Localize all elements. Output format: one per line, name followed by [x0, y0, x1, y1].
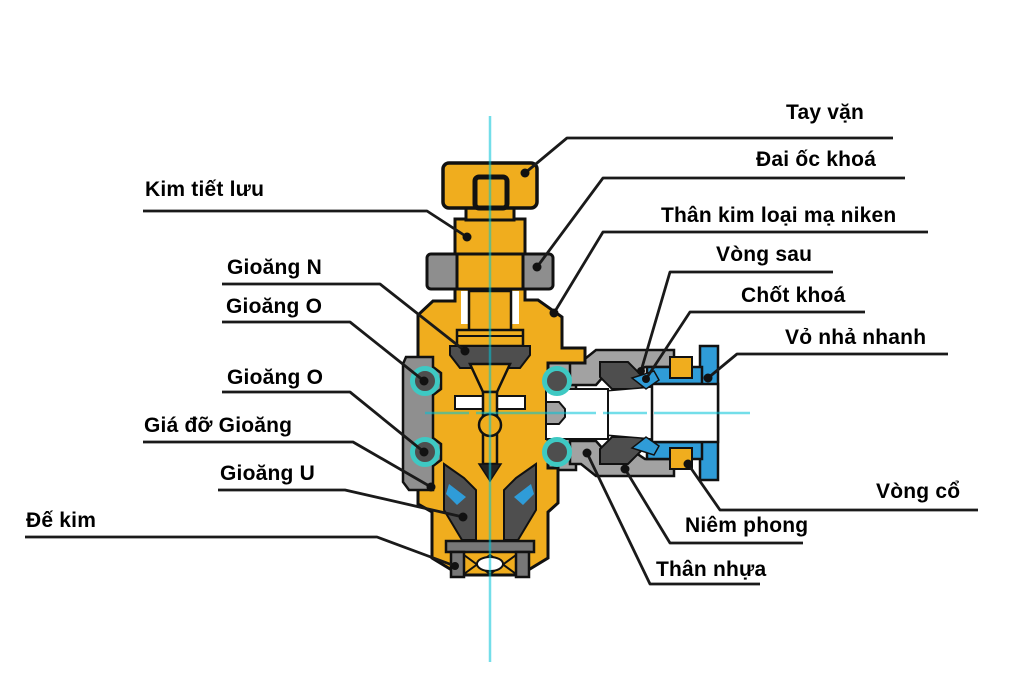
- dot-vong-co: [683, 459, 693, 469]
- label-chot-khoa: Chốt khoá: [741, 284, 846, 307]
- dot-de-kim: [451, 562, 459, 570]
- label-dai-oc-khoa: Đai ốc khoá: [756, 148, 877, 171]
- leader-gioang-u: [218, 488, 464, 519]
- leader-vo-nha-nhanh: [707, 352, 948, 380]
- leader-gia-do-gioang: [143, 440, 432, 489]
- label-gioang-o-bottom: Gioăng O: [227, 366, 324, 389]
- label-vo-nha-nhanh: Vỏ nhả nhanh: [785, 326, 927, 349]
- dot-tay-van: [520, 168, 530, 178]
- leader-kim-tiet-luu: [143, 209, 468, 239]
- leader-vong-co: [686, 463, 978, 512]
- dot-gioang-o-top: [419, 376, 429, 386]
- label-tay-van: Tay vặn: [786, 101, 865, 124]
- leader-vong-sau: [639, 270, 833, 372]
- dot-vo-nha-nhanh: [703, 373, 713, 383]
- label-gioang-o-top: Gioăng O: [226, 295, 323, 318]
- leader-de-kim: [25, 535, 456, 568]
- u-gasket-blue-left: [446, 484, 466, 505]
- dot-gioang-u: [458, 512, 468, 522]
- dot-dai-oc-khoa: [532, 262, 542, 272]
- leader-chot-khoa: [644, 310, 865, 380]
- dot-chot-khoa: [642, 375, 650, 383]
- collar-ring-top: [669, 356, 693, 379]
- dot-gia-do-gioang: [426, 482, 436, 492]
- dot-kim-tiet-luu: [462, 232, 472, 242]
- dot-niem-phong: [620, 464, 630, 474]
- o-ring-right-bottom: [542, 437, 572, 467]
- label-gioang-n: Gioăng N: [227, 256, 322, 279]
- dot-gioang-n: [460, 346, 470, 356]
- leader-than-nhua: [585, 452, 760, 586]
- label-de-kim: Đế kim: [26, 509, 97, 532]
- leader-than-kim-loai: [552, 230, 928, 314]
- leader-tay-van: [524, 136, 893, 175]
- leader-gioang-o-bottom: [222, 390, 425, 454]
- dot-than-kim-loai: [549, 308, 559, 318]
- leader-gioang-o-top: [222, 320, 425, 383]
- label-kim-tiet-luu: Kim tiết lưu: [145, 178, 265, 201]
- needle-base-post-right: [514, 550, 531, 579]
- label-vong-sau: Vòng sau: [716, 243, 813, 266]
- lock-claw-bottom: [630, 436, 660, 456]
- o-ring-right-top: [542, 366, 572, 396]
- dot-than-nhua: [582, 448, 592, 458]
- leader-gioang-n: [222, 282, 466, 353]
- label-than-nhua: Thân nhựa: [656, 558, 767, 581]
- leader-niem-phong: [623, 468, 803, 545]
- label-gia-do-gioang: Giá đỡ Gioăng: [144, 414, 293, 437]
- label-than-kim-loai: Thân kim loại mạ niken: [661, 204, 897, 227]
- label-vong-co: Vòng cổ: [876, 480, 961, 503]
- dot-gioang-o-bottom: [419, 447, 429, 457]
- label-gioang-u: Gioăng U: [220, 462, 315, 485]
- leader-dai-oc-khoa: [535, 176, 905, 268]
- label-niem-phong: Niêm phong: [685, 514, 809, 537]
- dot-vong-sau: [637, 367, 645, 375]
- u-gasket-blue-right: [514, 484, 534, 505]
